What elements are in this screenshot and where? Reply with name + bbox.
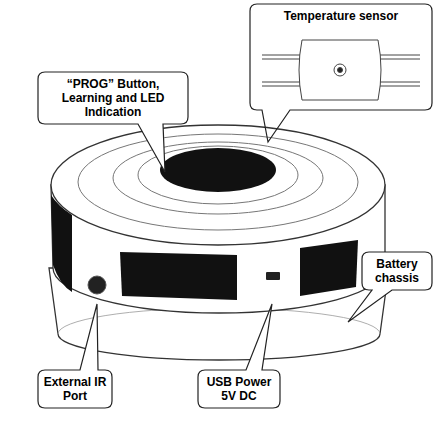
- bubble-body: Temperature sensor: [255, 9, 427, 23]
- usb-port: [266, 272, 280, 280]
- sensor-dot: [338, 68, 343, 73]
- sensor-ring: [334, 64, 346, 76]
- callout-bubble: Temperature sensor: [250, 4, 432, 110]
- callout-label: USB Power 5V DC: [203, 375, 275, 403]
- callout-label: Temperature sensor: [255, 9, 427, 23]
- callout-label: “PROG” Button, Learning and LED Indicati…: [43, 77, 183, 119]
- bubble-path: [250, 4, 432, 142]
- callout-bubble: Battery chassis: [362, 252, 432, 290]
- grip-panel: [300, 240, 358, 296]
- callout-bubble: External IR Port: [38, 370, 112, 408]
- callout-bubble: “PROG” Button, Learning and LED Indicati…: [38, 72, 188, 124]
- callout-bubble: USB Power 5V DC: [198, 370, 280, 408]
- top-ring: [113, 142, 323, 214]
- bubble-path: [38, 304, 112, 408]
- bubble-path: [348, 252, 432, 322]
- sensor-window: [299, 40, 381, 100]
- bubble-path: [38, 72, 188, 172]
- prog-button: [160, 148, 276, 192]
- callout-label: External IR Port: [43, 375, 107, 403]
- device-top: [51, 125, 385, 245]
- bubble-body: External IR Port: [43, 375, 107, 403]
- bubble-body: “PROG” Button, Learning and LED Indicati…: [43, 77, 183, 119]
- sensor-sketch: [262, 40, 420, 100]
- bubble-body: USB Power 5V DC: [203, 375, 275, 403]
- grip-panel: [120, 252, 237, 300]
- bubble-path: [198, 304, 280, 408]
- bubble-body: Battery chassis: [367, 257, 427, 285]
- callout-label: Battery chassis: [367, 257, 427, 285]
- top-ring: [78, 134, 358, 230]
- ir-port: [88, 276, 106, 294]
